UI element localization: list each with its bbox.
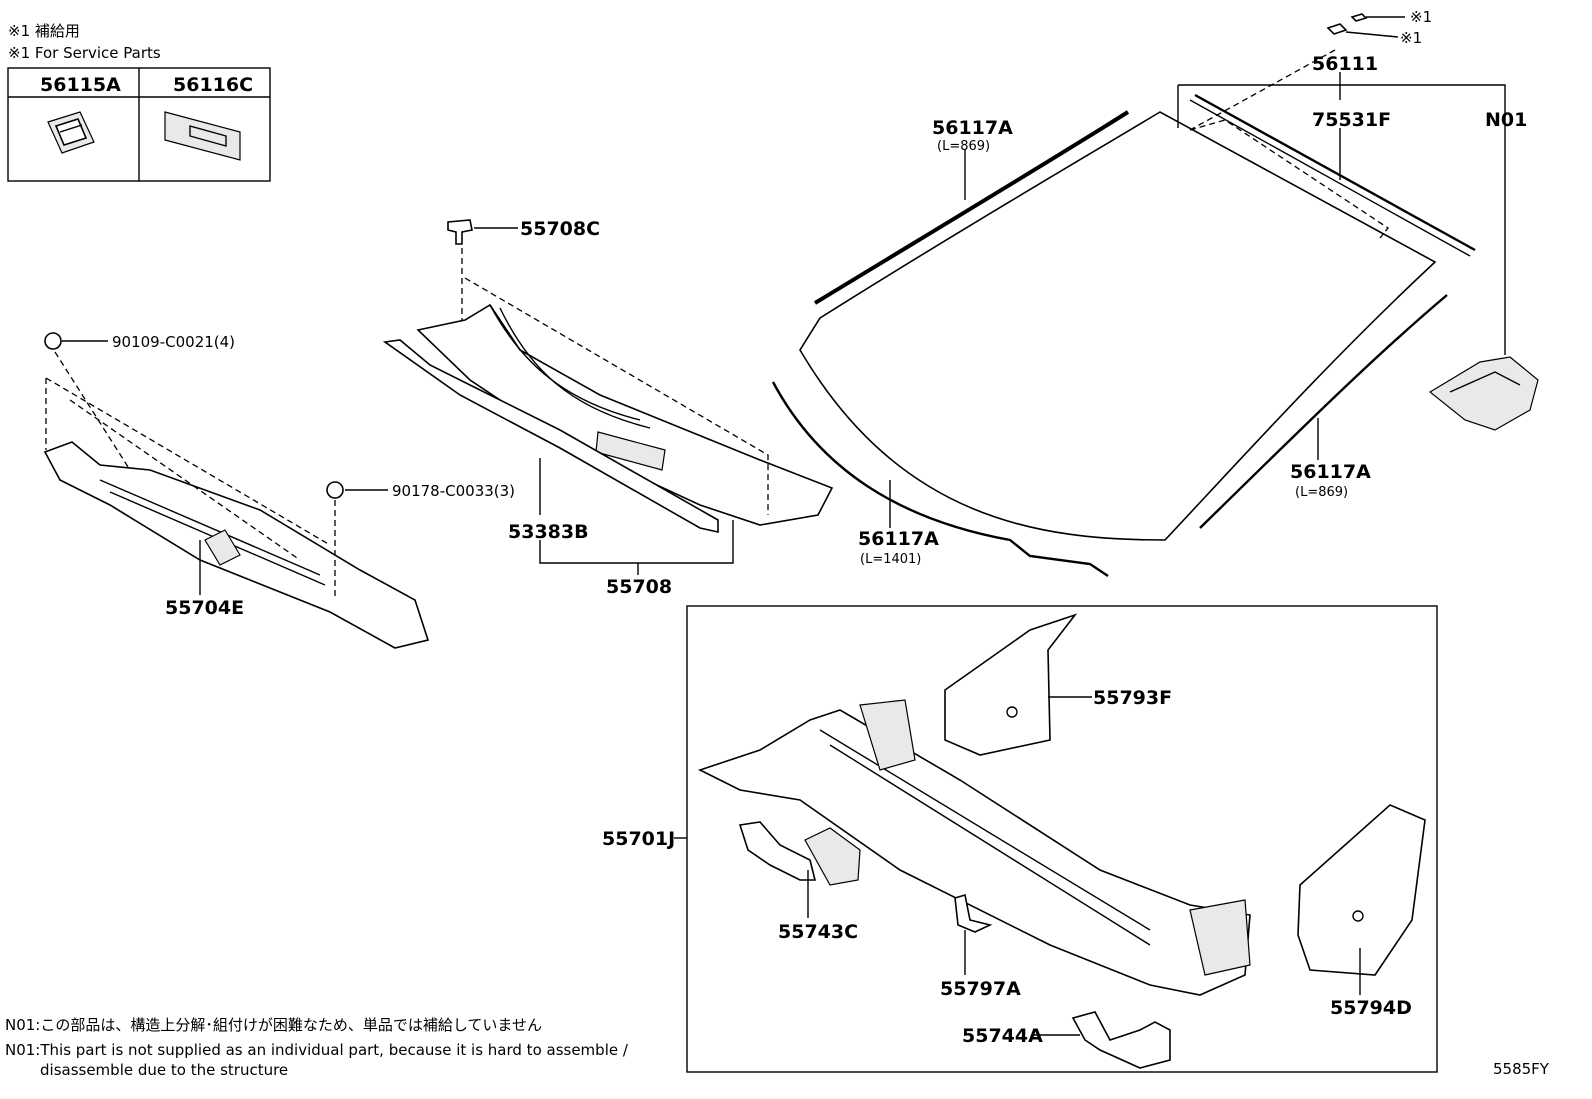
label-55708: 55708 (606, 576, 672, 598)
label-75531F: 75531F (1312, 109, 1391, 131)
legend-header-56116C: 56116C (173, 74, 253, 96)
legend-line-en: ※1 For Service Parts (8, 44, 161, 62)
molding-top (813, 110, 1130, 305)
note-en-line2: disassemble due to the structure (40, 1061, 288, 1079)
label-55793F: 55793F (1093, 687, 1172, 709)
label-star-b: ※1 (1400, 29, 1422, 47)
label-55797A: 55797A (940, 978, 1021, 1000)
bracket-55797A (954, 893, 993, 933)
side-panel-55794D (1297, 804, 1426, 976)
molding-bottom (771, 381, 1109, 577)
label-55704E: 55704E (165, 597, 244, 619)
label-56117A-top: 56117A (932, 117, 1013, 139)
cowl-panel-55704E (43, 332, 430, 649)
label-56117A-right-length: (L=869) (1295, 485, 1348, 500)
windshield-glass (771, 13, 1476, 577)
strip-75531F (1194, 93, 1476, 252)
label-56117A-right: 56117A (1290, 461, 1371, 483)
label-55744A: 55744A (962, 1025, 1043, 1047)
cowl-top-55708 (382, 219, 834, 533)
note-jp: N01:この部品は、構造上分解･組付けが困難なため、単品では補給していません (5, 1016, 542, 1034)
cowl-assembly-55701J (697, 699, 1251, 996)
label-53383B: 53383B (508, 521, 589, 543)
bracket-N01 (1428, 356, 1539, 431)
bracket-55744A (1071, 1011, 1171, 1069)
nut-90178-icon (326, 481, 344, 499)
label-56111: 56111 (1312, 53, 1378, 75)
label-55743C: 55743C (778, 921, 858, 943)
legend-header-56115A: 56115A (40, 74, 121, 96)
label-56117A-top-length: (L=869) (937, 139, 990, 154)
label-90109: 90109-C0021(4) (112, 333, 235, 351)
label-star-a: ※1 (1410, 8, 1432, 26)
label-N01: N01 (1485, 109, 1527, 131)
bolt-90109-icon (44, 332, 62, 350)
label-56117A-bottom-length: (L=1401) (860, 552, 921, 567)
legend-line-jp: ※1 補給用 (8, 22, 80, 40)
label-56117A-bottom: 56117A (858, 528, 939, 550)
label-90178: 90178-C0033(3) (392, 482, 515, 500)
label-55794D: 55794D (1330, 997, 1412, 1019)
legend: ※1 補給用 ※1 For Service Parts 56115A 56116… (7, 22, 271, 182)
plate-56116C-icon (164, 111, 241, 161)
note-en-line1: N01:This part is not supplied as an indi… (5, 1041, 629, 1059)
figure-code: 5585FY (1493, 1060, 1550, 1078)
label-55708C: 55708C (520, 218, 600, 240)
clip-56115A-icon (47, 111, 95, 154)
notes: N01:この部品は、構造上分解･組付けが困難なため、単品では補給していません N… (5, 1016, 629, 1079)
molding-right (1199, 294, 1448, 529)
side-panel-55793F (944, 613, 1078, 756)
label-55701J: 55701J (602, 828, 675, 850)
bracket-55743C (738, 821, 861, 886)
assembly-box-55701J (686, 605, 1438, 1073)
callout-labels: ※1 ※1 56111 75531F N01 56117A (L=869) 56… (112, 8, 1527, 1047)
